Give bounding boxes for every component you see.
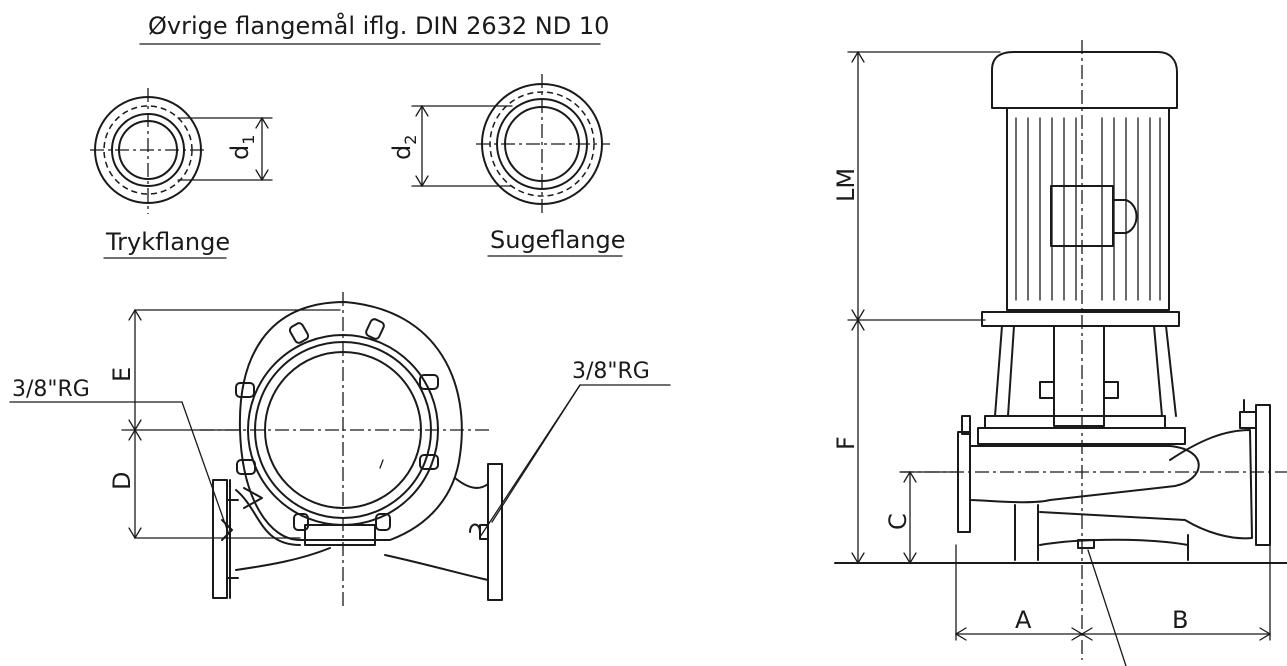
pressure-flange-dim-label: d1 bbox=[226, 135, 258, 160]
side-dim-b: B bbox=[1172, 606, 1188, 634]
pressure-flange-label: Trykflange bbox=[105, 228, 230, 256]
side-dim-c: C bbox=[884, 513, 912, 530]
pump-front-view bbox=[9, 292, 671, 608]
drawing-title: Øvrige flangemål iflg. DIN 2632 ND 10 bbox=[148, 11, 609, 40]
suction-flange-label: Sugeflange bbox=[490, 226, 625, 254]
side-dim-lm: LM bbox=[832, 168, 860, 202]
side-dim-a: A bbox=[1015, 606, 1032, 634]
port-label-right: 3/8"RG bbox=[572, 359, 650, 384]
front-dim-d: D bbox=[108, 472, 136, 490]
pump-side-view bbox=[834, 40, 1287, 666]
pressure-flange-symbol bbox=[90, 88, 273, 214]
suction-flange-dim-label: d2 bbox=[388, 135, 420, 160]
side-dim-f: F bbox=[832, 436, 860, 450]
suction-flange-symbol bbox=[411, 74, 610, 216]
front-dim-e: E bbox=[108, 367, 136, 382]
port-label-left: 3/8"RG bbox=[12, 377, 90, 402]
